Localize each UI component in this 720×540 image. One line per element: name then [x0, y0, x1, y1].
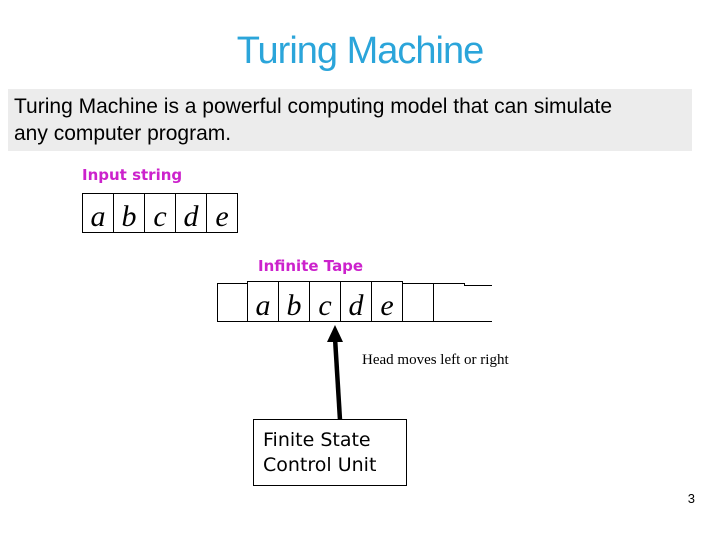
- input-string-tape: a b c d e: [82, 193, 238, 233]
- tape-cell-letter: a: [90, 200, 106, 233]
- body-text-block: Turing Machine is a powerful computing m…: [8, 89, 692, 151]
- infinite-tape-label: Infinite Tape: [258, 257, 364, 275]
- tape-open-end: [464, 285, 492, 322]
- page-title: Turing Machine: [236, 30, 485, 72]
- head-arrow-icon: [327, 325, 343, 421]
- input-tape-cell: e: [206, 193, 238, 233]
- tape-cell-letter: a: [255, 289, 271, 322]
- infinite-tape-cell: [433, 283, 465, 322]
- tape-cell-letter: c: [318, 289, 332, 322]
- tape-cell-letter: c: [153, 200, 167, 233]
- infinite-tape-cell: [217, 283, 248, 322]
- infinite-tape: a b c d e: [217, 281, 492, 324]
- tape-cell-letter: d: [183, 200, 199, 233]
- infinite-tape-cell: d: [340, 281, 372, 322]
- tape-cell-letter: b: [121, 200, 137, 233]
- body-line-2: any computer program.: [14, 122, 232, 145]
- tape-cell-letter: e: [380, 289, 394, 322]
- finite-state-control-unit-box: Finite State Control Unit: [253, 419, 407, 486]
- head-movement-note: Head moves left or right: [362, 352, 509, 368]
- tape-cell-letter: e: [215, 200, 229, 233]
- infinite-tape-cell: [402, 283, 434, 322]
- infinite-tape-cell: b: [278, 281, 310, 322]
- infinite-tape-cell: a: [247, 281, 279, 322]
- tape-cell-letter: b: [286, 289, 302, 322]
- input-tape-cell: b: [113, 193, 145, 233]
- infinite-tape-cell: e: [371, 281, 403, 322]
- tape-cell-letter: d: [348, 289, 364, 322]
- input-tape-cell: a: [82, 193, 114, 233]
- page-number: 3: [687, 491, 695, 506]
- control-unit-line-2: Control Unit: [263, 453, 377, 476]
- input-string-label: Input string: [82, 166, 183, 184]
- input-tape-cell: d: [175, 193, 207, 233]
- input-tape-cell: c: [144, 193, 176, 233]
- infinite-tape-cell: c: [309, 281, 341, 322]
- body-line-1: Turing Machine is a powerful computing m…: [14, 95, 613, 118]
- control-unit-line-1: Finite State: [263, 428, 371, 451]
